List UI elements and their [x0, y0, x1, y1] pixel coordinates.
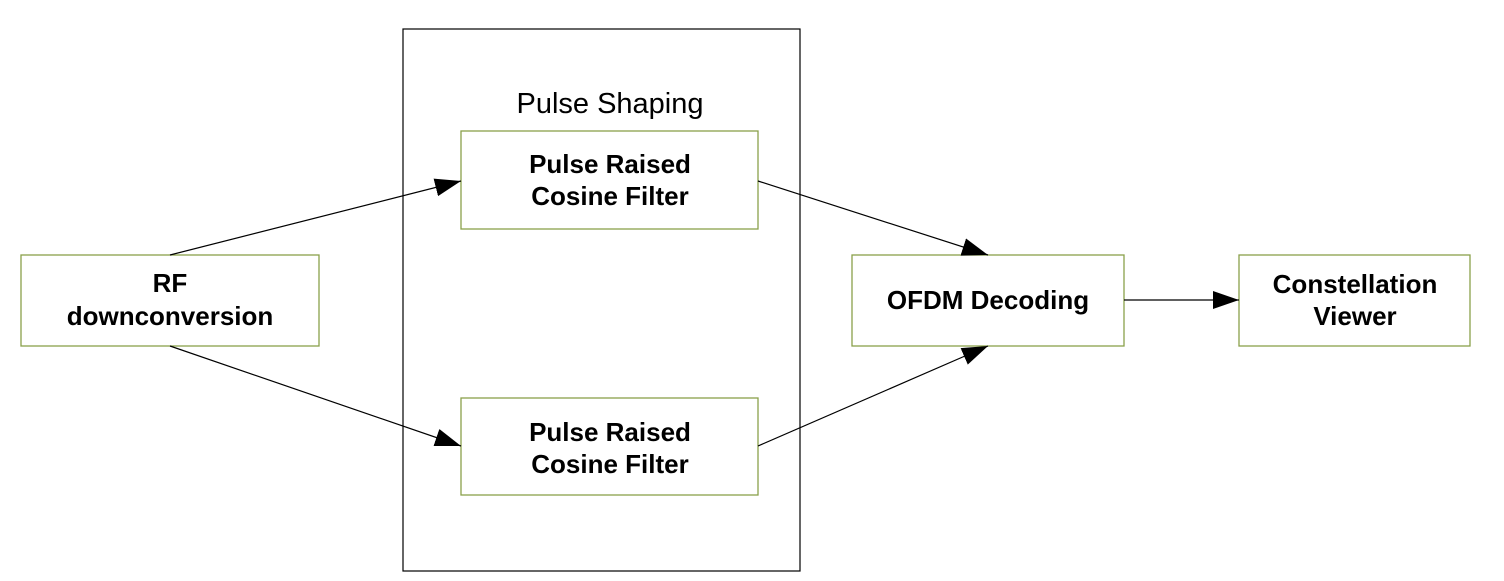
rf-downconversion-block[interactable]: RF downconversion	[20, 254, 320, 347]
constellation-viewer-label-line2: Viewer	[1313, 301, 1396, 331]
arrow-filter-top-to-ofdm	[757, 180, 989, 256]
filter-bottom-label-line1: Pulse Raised	[529, 417, 691, 447]
pulse-raised-cosine-filter-bottom-frame	[460, 397, 759, 496]
pulse-shaping-group-frame	[402, 28, 801, 572]
pulse-shaping-group-title: Pulse Shaping	[516, 88, 703, 120]
pulse-raised-cosine-filter-top[interactable]: Pulse Raised Cosine Filter	[460, 130, 759, 230]
ofdm-decoding-block-frame	[851, 254, 1125, 347]
constellation-viewer-block-frame	[1238, 254, 1471, 347]
pulse-raised-cosine-filter-bottom[interactable]: Pulse Raised Cosine Filter	[460, 397, 759, 496]
arrow-rf-to-filter-top	[169, 178, 462, 256]
rf-downconversion-label-line1: RF	[153, 268, 188, 298]
arrow-filter-bottom-to-ofdm	[757, 345, 989, 447]
ofdm-decoding-block[interactable]: OFDM Decoding	[851, 254, 1125, 347]
filter-bottom-label-line2: Cosine Filter	[531, 449, 688, 479]
arrow-rf-to-filter-bottom	[169, 345, 462, 447]
pulse-raised-cosine-filter-top-frame	[460, 130, 759, 230]
rf-downconversion-block-frame	[20, 254, 320, 347]
rf-downconversion-label-line2: downconversion	[67, 301, 274, 331]
ofdm-decoding-label: OFDM Decoding	[887, 285, 1089, 315]
filter-top-label-line2: Cosine Filter	[531, 181, 688, 211]
constellation-viewer-block[interactable]: Constellation Viewer	[1238, 254, 1471, 347]
filter-top-label-line1: Pulse Raised	[529, 149, 691, 179]
constellation-viewer-label-line1: Constellation	[1273, 269, 1438, 299]
pulse-shaping-group: Pulse Shaping	[402, 28, 801, 572]
